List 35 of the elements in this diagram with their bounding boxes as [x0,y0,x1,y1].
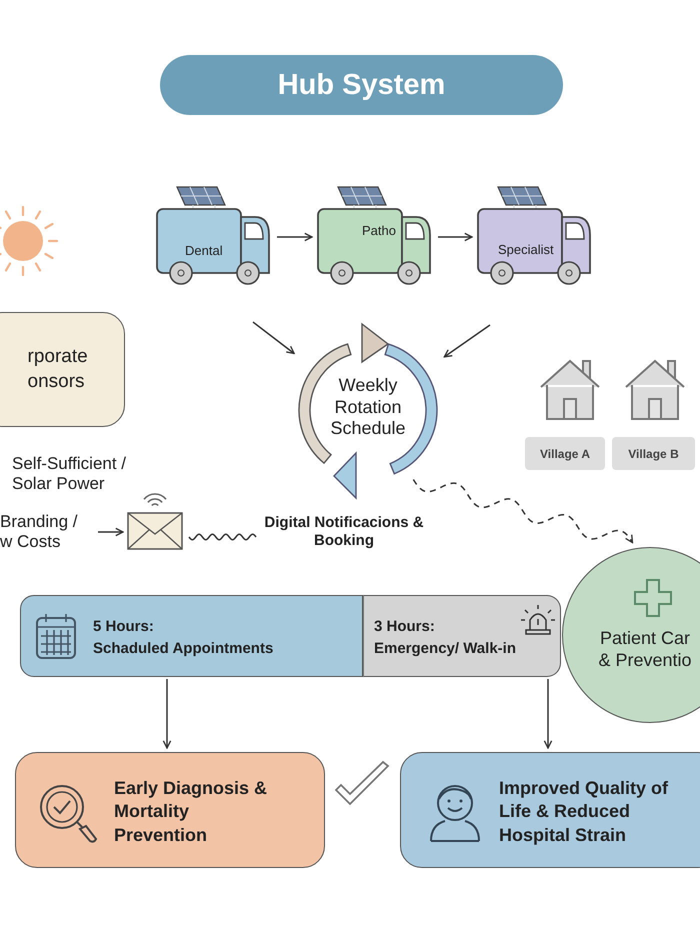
outcome-box [400,752,700,868]
side-note: Self-Sufficient / Solar Power [12,454,128,495]
text-note: Branding / w Costs [0,512,78,553]
arrow [277,232,313,242]
arrow [544,679,552,749]
van-label: Patho [362,223,396,239]
village-tag [612,437,695,470]
time-block [363,595,561,677]
circle-label: Patient Car & Preventio [597,628,693,672]
village-tag [525,437,605,470]
arrow [438,232,473,242]
envelope-box [127,512,183,550]
time-description: Schaduled Appointments [93,640,274,658]
van-label: Specialist [498,242,554,258]
box-label: rporate onsors [28,344,89,394]
village-label: Village B [628,446,679,460]
wavy-connector [412,479,634,544]
time-label: 3 Hours: [374,618,435,636]
cycle-label: Weekly Rotation Schedule [330,375,406,440]
village-label: Village A [540,446,590,460]
time-block [20,595,363,677]
sponsor-box [0,312,125,427]
arrow [252,321,295,354]
arrow [162,679,172,749]
outcome-label: Improved Quality of Life & Reduced Hospital Strain [499,777,670,847]
van-label: Dental [185,243,223,259]
arrow [444,324,490,358]
time-label: 5 Hours: [93,618,154,636]
outcome-label: Early Diagnosis & Mortality Prevention [114,777,268,847]
time-description: Emergency/ Walk-in [374,640,516,658]
text-note: Digital Notificacions & Booking [263,514,425,550]
arrow [98,528,124,536]
outcome-box [15,752,325,868]
wavy-connector [188,534,257,540]
title-pill: Hub System [160,55,563,115]
